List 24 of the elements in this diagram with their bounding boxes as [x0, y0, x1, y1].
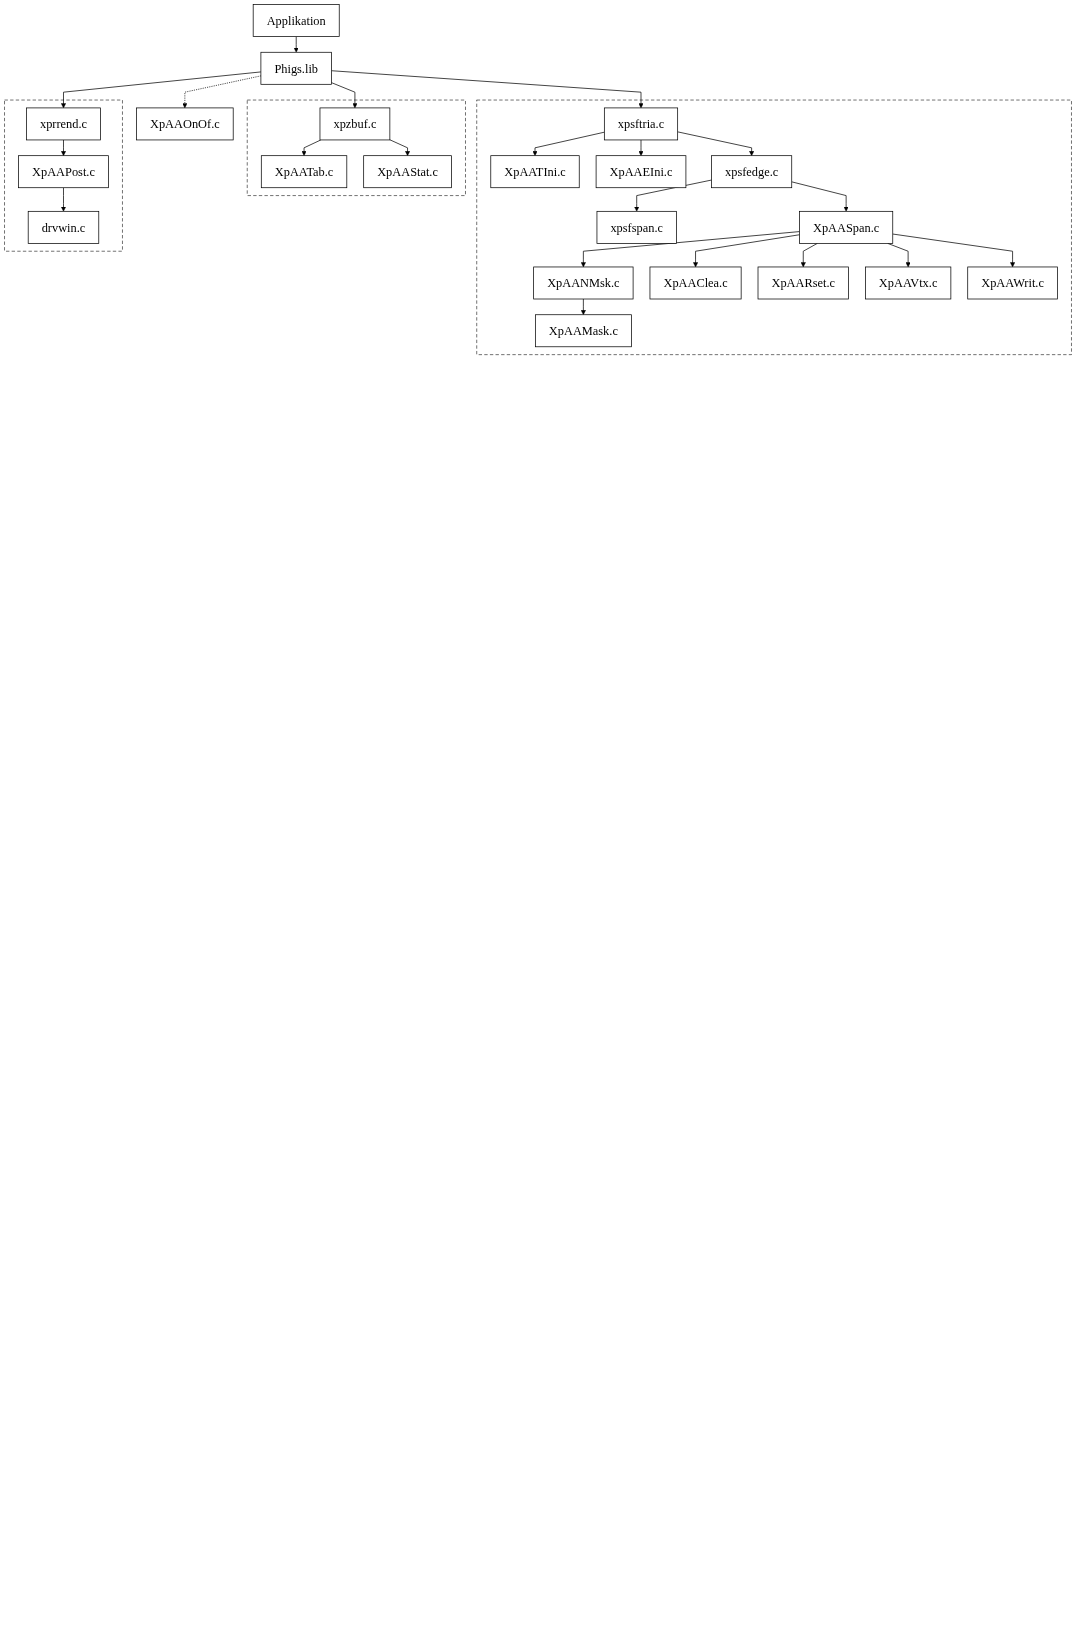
node-box: Applikation — [252, 4, 340, 37]
node-box: xpzbuf.c — [319, 107, 391, 141]
node-box: xprrend.c — [26, 107, 101, 141]
node-box: XpAAStat.c — [363, 155, 452, 189]
cluster — [246, 99, 466, 196]
node-box: XpAASpan.c — [799, 210, 894, 244]
node-box: XpAAOnOf.c — [136, 107, 234, 141]
node-box: xpsftria.c — [603, 107, 679, 141]
node-box: XpAATab.c — [260, 155, 348, 189]
node-box: XpAARset.c — [757, 266, 849, 300]
node-box: XpAATIni.c — [490, 155, 580, 189]
node-box: XpAAVtx.c — [865, 266, 952, 300]
node-box: XpAAMask.c — [535, 314, 632, 348]
node-box: xpsfspan.c — [596, 210, 677, 244]
node-box: XpAANMsk.c — [533, 266, 634, 300]
node-box: XpAAEIni.c — [595, 155, 687, 189]
node-box: XpAAPost.c — [18, 155, 109, 189]
cluster — [476, 99, 1072, 355]
node-box: drvwin.c — [27, 210, 100, 244]
node-box: xpsfedge.c — [711, 155, 793, 189]
node-box: Phigs.lib — [260, 51, 332, 85]
node-box: XpAAWrit.c — [967, 266, 1058, 300]
cluster — [4, 99, 123, 252]
node-box: XpAAClea.c — [649, 266, 742, 300]
